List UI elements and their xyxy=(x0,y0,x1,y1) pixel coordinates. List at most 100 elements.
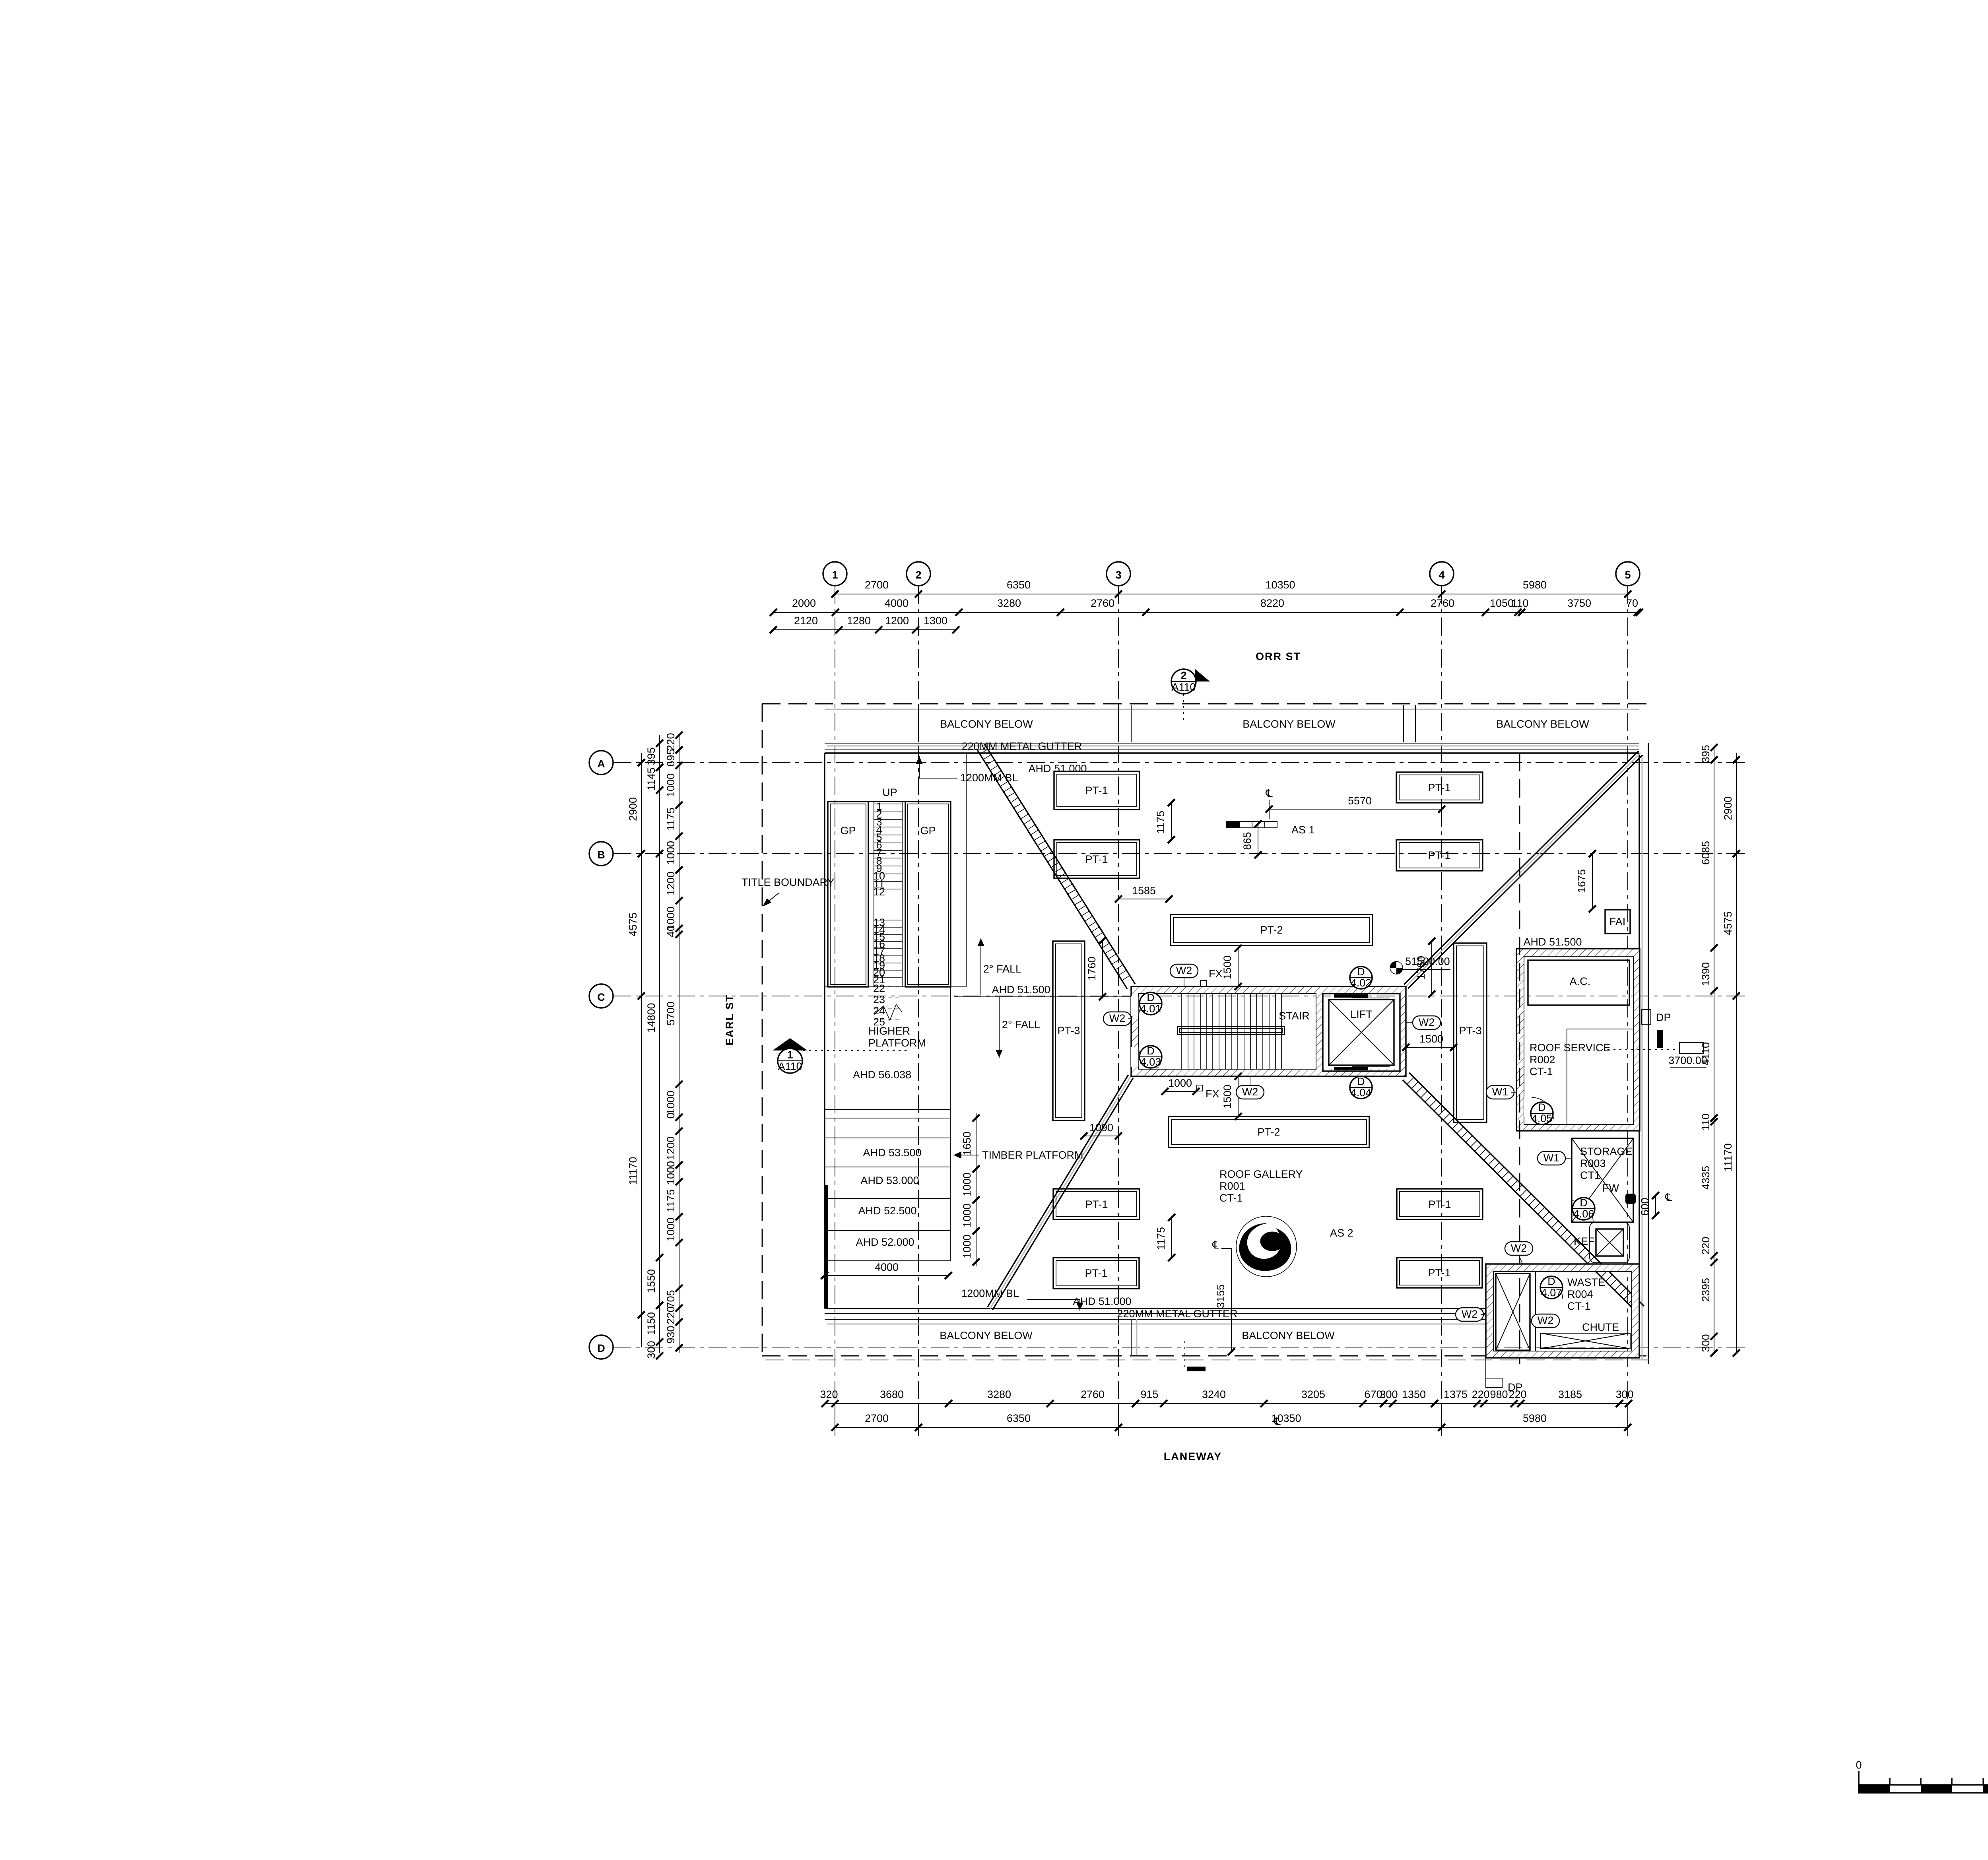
stair-step-12: 12 xyxy=(873,886,885,898)
core: STAIR LIFT xyxy=(1130,986,1407,1077)
marker-w2-core-top-label: W2 xyxy=(1176,965,1192,977)
pot-pt1-2-label: PT-1 xyxy=(1428,782,1450,794)
dim-1500-below: 1500 xyxy=(1221,1085,1233,1109)
dim-bottom1-2: 3280 xyxy=(987,1388,1011,1400)
grid-bubble-col-1-circle xyxy=(822,561,848,586)
dim-bottom1-6: 3205 xyxy=(1301,1388,1325,1400)
marker-d402-top: D xyxy=(1357,966,1365,978)
stair-step-9: 9 xyxy=(876,862,882,874)
dim-right-a-7: 2395 xyxy=(1700,1278,1712,1302)
grid-bubble-row-C-label: C xyxy=(597,991,605,1003)
dim-top2-9: 70 xyxy=(1626,597,1638,609)
grid-bubble-row-D-label: D xyxy=(597,1342,605,1354)
pot-pt1-0 xyxy=(1053,771,1140,810)
pot-pt1-6-label: PT-1 xyxy=(1428,1198,1451,1210)
stair-step-23: 23 xyxy=(873,994,885,1006)
label-ahd51500-right: AHD 51.500 xyxy=(1523,936,1582,948)
stair-step-19: 19 xyxy=(873,959,885,971)
pot-pt1-4 xyxy=(1052,1188,1140,1220)
label-2fall-down: 2° FALL xyxy=(1002,1019,1040,1031)
label-dp-right: DP xyxy=(1656,1012,1671,1023)
dim-left-c-4: 1000 xyxy=(665,841,677,865)
dim-1175-top: 1175 xyxy=(1155,811,1167,834)
platform-block: HIGHER PLATFORM AHD 56.038 AHD 53.500 AH… xyxy=(820,986,1083,1309)
lift-shaft xyxy=(1322,993,1401,1072)
pot-pt2-1 xyxy=(1168,1116,1370,1148)
label-bl1200-bottom: 1200MM BL xyxy=(961,1287,1019,1299)
stair-step-10: 10 xyxy=(873,870,885,882)
grid-bubble-col-3-circle xyxy=(1106,561,1131,586)
grid-bubble-row-C-circle xyxy=(588,983,614,1009)
marker-w2-waste-left-label: W2 xyxy=(1462,1308,1478,1320)
dp-solid-right xyxy=(1657,1030,1663,1048)
kef-fan: KEF 600 ℄ xyxy=(1574,1191,1672,1263)
pot-pt2-1-label: PT-2 xyxy=(1257,1126,1280,1138)
grid-bubble-col-3-label: 3 xyxy=(1115,569,1121,581)
dim-bottom1-10: 1375 xyxy=(1444,1388,1468,1400)
dim-bottom1-1: 3680 xyxy=(880,1388,904,1400)
dim-top1-1: 6350 xyxy=(1007,579,1031,591)
dim-bottom1-11: 220 xyxy=(1472,1388,1489,1400)
pot-pt1-1 xyxy=(1053,839,1140,879)
grid-bubble-row-A-label: A xyxy=(597,758,605,770)
grid-bubble-col-4-circle xyxy=(1429,561,1454,586)
cl-600: ℄ xyxy=(1665,1191,1672,1203)
room-gallery-line2: CT-1 xyxy=(1219,1192,1243,1204)
section-marker-1-sheet: A110 xyxy=(778,1060,802,1072)
dim-bottom1-4: 915 xyxy=(1140,1388,1158,1400)
label-fx-bottom: FX xyxy=(1206,1088,1219,1100)
level-3700-box xyxy=(1679,1042,1704,1054)
dim-left-c-2: 1000 xyxy=(665,773,677,797)
dim-left-c-3: 1175 xyxy=(665,808,677,831)
dim-left-b-0: 395 xyxy=(645,747,657,765)
grid-bubble-col-5-circle xyxy=(1615,561,1640,586)
dp-box-bottom xyxy=(1485,1378,1503,1388)
dim-left-c-1: 695 xyxy=(665,749,677,767)
label-up: UP xyxy=(882,786,897,798)
label-timber-platform: TIMBER PLATFORM xyxy=(982,1149,1083,1161)
dim-1175-bottom: 1175 xyxy=(1155,1227,1167,1250)
balcony-below-bottom-4: BALCONY BELOW xyxy=(1242,1330,1335,1342)
marker-w2-waste-in-shape xyxy=(1531,1313,1560,1328)
marker-w2-core-left-label: W2 xyxy=(1109,1012,1126,1024)
room-service-line2: CT-1 xyxy=(1530,1066,1553,1078)
room-service-line1: R002 xyxy=(1530,1054,1555,1066)
section-marker-2-arrow xyxy=(1195,669,1210,681)
dim-top2-1: 4000 xyxy=(885,597,909,609)
dim-left-c-12: 1000 xyxy=(665,1161,677,1185)
marker-w2-waste-in-label: W2 xyxy=(1538,1314,1554,1326)
pot-pt1-1-label: PT-1 xyxy=(1085,853,1108,865)
dim-bottom1-8: 300 xyxy=(1380,1388,1398,1400)
label-fw: FW xyxy=(1602,1182,1619,1194)
label-ahd51500-left: AHD 51.500 xyxy=(992,984,1050,996)
marker-d401-bot: 4.01 xyxy=(1140,1003,1161,1015)
waste-inner xyxy=(1493,1271,1632,1351)
marker-d404-top: D xyxy=(1357,1076,1365,1087)
balcony-below-top-0: BALCONY BELOW xyxy=(940,718,1033,730)
stair-room xyxy=(1138,993,1316,1070)
label-kef: KEF xyxy=(1574,1235,1595,1247)
dim-1760-left: 1760 xyxy=(1086,957,1098,980)
spot-level: 51500.00 xyxy=(1390,955,1450,975)
dim-bottom1-9: 1350 xyxy=(1402,1388,1426,1400)
pot-pt3-0 xyxy=(1052,940,1085,1121)
scale-bar: 0 5 10 m xyxy=(1856,1759,1988,1794)
dim-right-a-5: 4335 xyxy=(1700,1166,1712,1190)
dim-1500-right: 1500 xyxy=(1419,1033,1443,1045)
dim-top1-2: 10350 xyxy=(1265,579,1295,591)
dim-top3-2: 1200 xyxy=(885,615,909,627)
marker-w1-service-label: W1 xyxy=(1492,1086,1508,1098)
dim-right-a-4: 110 xyxy=(1700,1113,1712,1130)
room-service-line0: ROOF SERVICE xyxy=(1530,1042,1611,1054)
label-fai: FAI xyxy=(1609,916,1626,928)
dim-bottom2-2: 10350 xyxy=(1271,1412,1301,1424)
stair-step-25: 25 xyxy=(873,1016,885,1028)
marker-w1-storage-label: W1 xyxy=(1543,1152,1560,1164)
dim-1000-a: 1000 xyxy=(961,1173,973,1196)
dim-left-c-9: 1000 xyxy=(665,1091,677,1114)
dim-left-c-7: 40 xyxy=(665,925,677,937)
stair-step-6: 6 xyxy=(876,839,882,851)
stair-step-17: 17 xyxy=(873,945,885,957)
waste-room: WASTE R004 CT-1 CHUTE D 4.07 W2 W2 W2 DP xyxy=(1455,1241,1640,1393)
pot-pt2-0-label: PT-2 xyxy=(1260,924,1283,936)
